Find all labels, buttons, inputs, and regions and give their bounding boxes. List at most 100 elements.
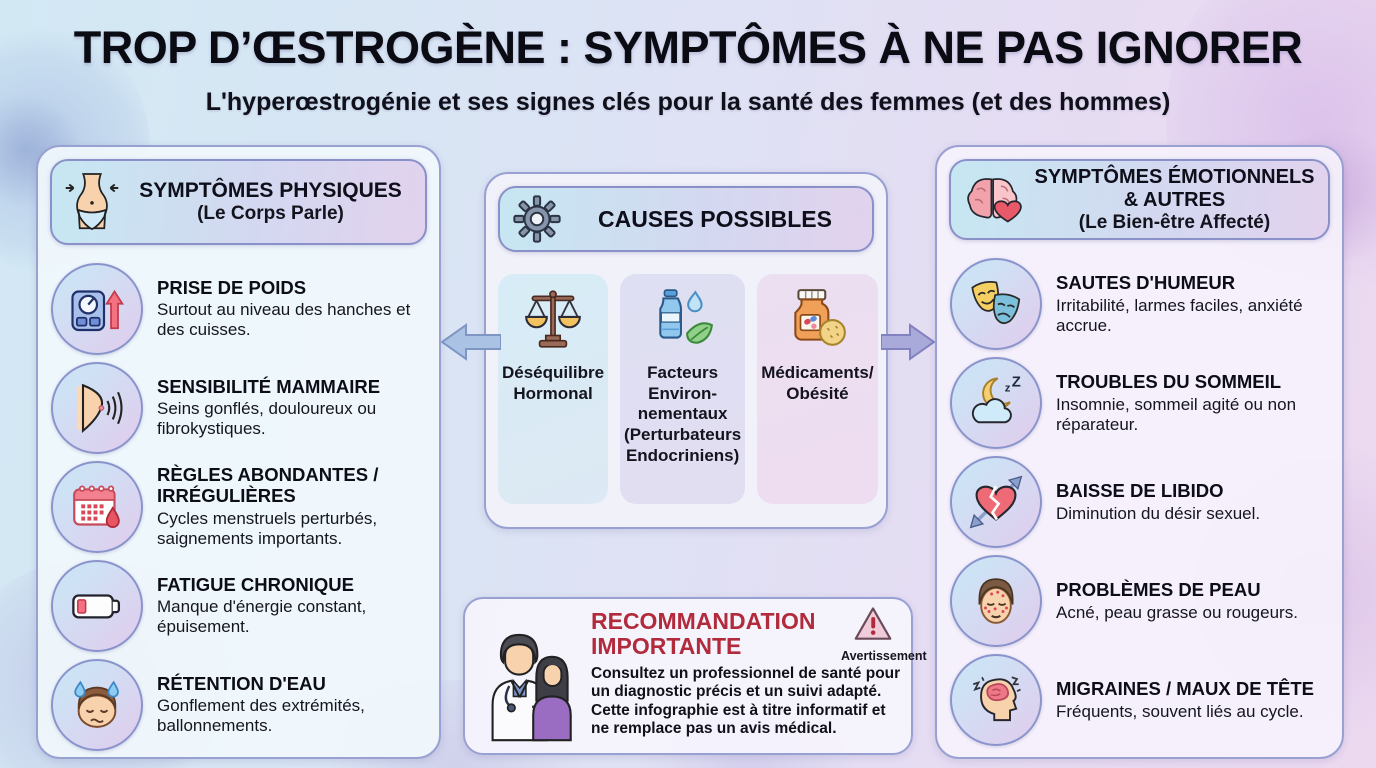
acne-face-icon [978, 578, 1014, 625]
item-text: RÉTENTION D'EAU Gonflement des extrémité… [157, 672, 431, 737]
migraine-head-icon [950, 654, 1042, 747]
item-title: PROBLÈMES DE PEAU [1056, 579, 1261, 601]
item-title: PRISE DE POIDS [157, 276, 307, 298]
item-migraines: MIGRAINES / MAUX DE TÊTE Fréquents, souv… [950, 654, 1334, 747]
doctor-patient-icon [491, 633, 572, 742]
item-troubles-sommeil: z Z TROUBLES DU SOMMEIL Insomnie, sommei… [950, 357, 1334, 450]
broken-heart-arrow-icon [969, 476, 1023, 529]
brain-heart-icon [967, 177, 1022, 223]
gear-icon [513, 195, 561, 243]
item-title: BAISSE DE LIBIDO [1056, 480, 1224, 502]
physical-panel-subtitle: (Le Corps Parle) [197, 203, 344, 225]
item-sensibilite-mammaire: SENSIBILITÉ MAMMAIRE Seins gonflés, doul… [51, 362, 431, 454]
broken-heart-arrow-icon [950, 456, 1042, 549]
item-text: PROBLÈMES DE PEAU Acné, peau grasse ou r… [1056, 579, 1334, 623]
item-description: Irritabilité, larmes faciles, anxiété ac… [1056, 295, 1303, 335]
svg-text:z: z [1005, 383, 1011, 395]
recommendation-title: RECOMMANDATION IMPORTANTE [591, 608, 816, 659]
breast-icon [51, 362, 143, 454]
weight-scale-icon [51, 263, 143, 355]
item-sautes-humeur: SAUTES D'HUMEUR Irritabilité, larmes fac… [950, 258, 1334, 351]
balance-scale-icon [525, 290, 581, 348]
emotional-panel-title: SYMPTÔMES ÉMOTIONNELS & AUTRES [1034, 166, 1315, 211]
low-battery-icon [72, 594, 121, 619]
item-prise-de-poids: PRISE DE POIDS Surtout au niveau des han… [51, 263, 431, 355]
doctor-patient-icon [465, 599, 581, 753]
recommendation-content: RECOMMANDATION IMPORTANTE Consultez un p… [589, 599, 927, 753]
item-title: RÉTENTION D'EAU [157, 672, 326, 694]
item-regles-abondantes: RÈGLES ABONDANTES / IRRÉGULIÈRES Cycles … [51, 461, 431, 553]
item-title: TROUBLES DU SOMMEIL [1056, 371, 1282, 393]
item-text: TROUBLES DU SOMMEIL Insomnie, sommeil ag… [1056, 371, 1334, 435]
item-text: BAISSE DE LIBIDO Diminution du désir sex… [1056, 480, 1334, 524]
calendar-blood-icon [51, 461, 143, 553]
weight-scale-icon [71, 289, 124, 332]
recommendation-box: RECOMMANDATION IMPORTANTE Consultez un p… [463, 597, 927, 755]
moon-sleep-icon: z Z [971, 375, 1021, 424]
causes-panel-title-block: CAUSES POSSIBLES [570, 206, 860, 232]
physical-symptoms-panel: SYMPTÔMES PHYSIQUES (Le Corps Parle) [36, 145, 441, 759]
cause-desequilibre-hormonal: Déséquilibre Hormonal [498, 274, 609, 504]
cause-label: Facteurs Environ­nementaux (Perturbateur… [624, 363, 742, 465]
arrow-left-icon [440, 322, 502, 367]
theater-masks-icon [971, 281, 1021, 325]
cause-facteurs-environnementaux: Facteurs Environ­nementaux (Perturbateur… [620, 274, 746, 504]
sweating-face-icon [51, 659, 143, 751]
causes-panel-title: CAUSES POSSIBLES [598, 205, 832, 232]
causes-cards: Déséquilibre Hormonal Facteurs Environ­n… [486, 264, 886, 504]
item-title: FATIGUE CHRONIQUE [157, 573, 354, 595]
item-description: Manque d'énergie constant, épuisement. [157, 597, 367, 637]
page-title: TROP D’ŒSTROGÈNE : SYMPTÔMES À NE PAS IG… [73, 22, 1303, 73]
item-description: Seins gonflés, douloureux ou fibrokystiq… [157, 399, 377, 439]
cause-medicaments-obesite: Médicaments/ Obésité [757, 274, 878, 504]
item-title: SAUTES D'HUMEUR [1056, 272, 1236, 294]
emotional-symptoms-panel: SYMPTÔMES ÉMOTIONNELS & AUTRES (Le Bien-… [935, 145, 1344, 759]
item-description: Cycles menstruels perturbés, saignements… [157, 508, 378, 548]
item-description: Gonflement des extrémités, ballonnements… [157, 696, 365, 736]
item-text: RÈGLES ABONDANTES / IRRÉGULIÈRES Cycles … [157, 464, 431, 549]
acne-face-icon [950, 555, 1042, 648]
causes-panel-header: CAUSES POSSIBLES [498, 186, 874, 252]
item-text: MIGRAINES / MAUX DE TÊTE Fréquents, souv… [1056, 678, 1334, 722]
item-text: SENSIBILITÉ MAMMAIRE Seins gonflés, doul… [157, 375, 431, 440]
page-subtitle: L'hyperœstrogénie et ses signes clés pou… [205, 88, 1171, 116]
item-description: Diminution du désir sexuel. [1056, 503, 1261, 523]
emotional-panel-subtitle: (Le Bien-être Affecté) [1078, 211, 1271, 233]
item-text: SAUTES D'HUMEUR Irritabilité, larmes fac… [1056, 272, 1334, 336]
low-battery-icon [51, 560, 143, 652]
warning-triangle-icon [854, 607, 892, 640]
item-description: Insomnie, sommeil agité ou non réparateu… [1056, 394, 1297, 434]
item-description: Acné, peau grasse ou rougeurs. [1056, 602, 1298, 622]
item-problemes-peau: PROBLÈMES DE PEAU Acné, peau grasse ou r… [950, 555, 1334, 648]
calendar-blood-icon [73, 485, 120, 528]
physical-panel-title-block: SYMPTÔMES PHYSIQUES (Le Corps Parle) [128, 179, 413, 225]
item-title: SENSIBILITÉ MAMMAIRE [157, 375, 381, 397]
item-baisse-libido: BAISSE DE LIBIDO Diminution du désir sex… [950, 456, 1334, 549]
emotional-panel-header: SYMPTÔMES ÉMOTIONNELS & AUTRES (Le Bien-… [949, 159, 1330, 241]
medicine-bottle-icon [794, 289, 847, 346]
physical-panel-title: SYMPTÔMES PHYSIQUES [139, 179, 402, 203]
breast-icon [76, 383, 123, 433]
item-title: RÈGLES ABONDANTES / IRRÉGULIÈRES [157, 464, 379, 506]
moon-sleep-icon: z Z [950, 357, 1042, 450]
waist-icon [65, 173, 119, 231]
physical-panel-header: SYMPTÔMES PHYSIQUES (Le Corps Parle) [50, 159, 427, 245]
physical-items-list: PRISE DE POIDS Surtout au niveau des han… [38, 257, 439, 751]
water-bottle-leaf-icon [658, 289, 713, 344]
sweating-face-icon [74, 680, 119, 728]
svg-text:Z: Z [1012, 375, 1021, 390]
migraine-head-icon [972, 676, 1021, 722]
item-text: PRISE DE POIDS Surtout au niveau des han… [157, 276, 431, 341]
item-title: MIGRAINES / MAUX DE TÊTE [1056, 678, 1314, 700]
emotional-items-list: SAUTES D'HUMEUR Irritabilité, larmes fac… [937, 252, 1342, 747]
item-fatigue-chronique: FATIGUE CHRONIQUE Manque d'énergie const… [51, 560, 431, 652]
cause-label: Déséquilibre Hormonal [502, 363, 605, 403]
item-text: FATIGUE CHRONIQUE Manque d'énergie const… [157, 573, 431, 638]
arrow-right-icon [880, 322, 936, 367]
warning-badge: Avertissement [841, 605, 927, 663]
cause-label: Médicaments/ Obésité [761, 363, 874, 403]
causes-panel: CAUSES POSSIBLES Déséquilibre Hormonal [484, 172, 888, 529]
item-description: Fréquents, souvent liés au cycle. [1056, 701, 1304, 721]
emotional-panel-title-block: SYMPTÔMES ÉMOTIONNELS & AUTRES (Le Bien-… [1033, 166, 1316, 233]
